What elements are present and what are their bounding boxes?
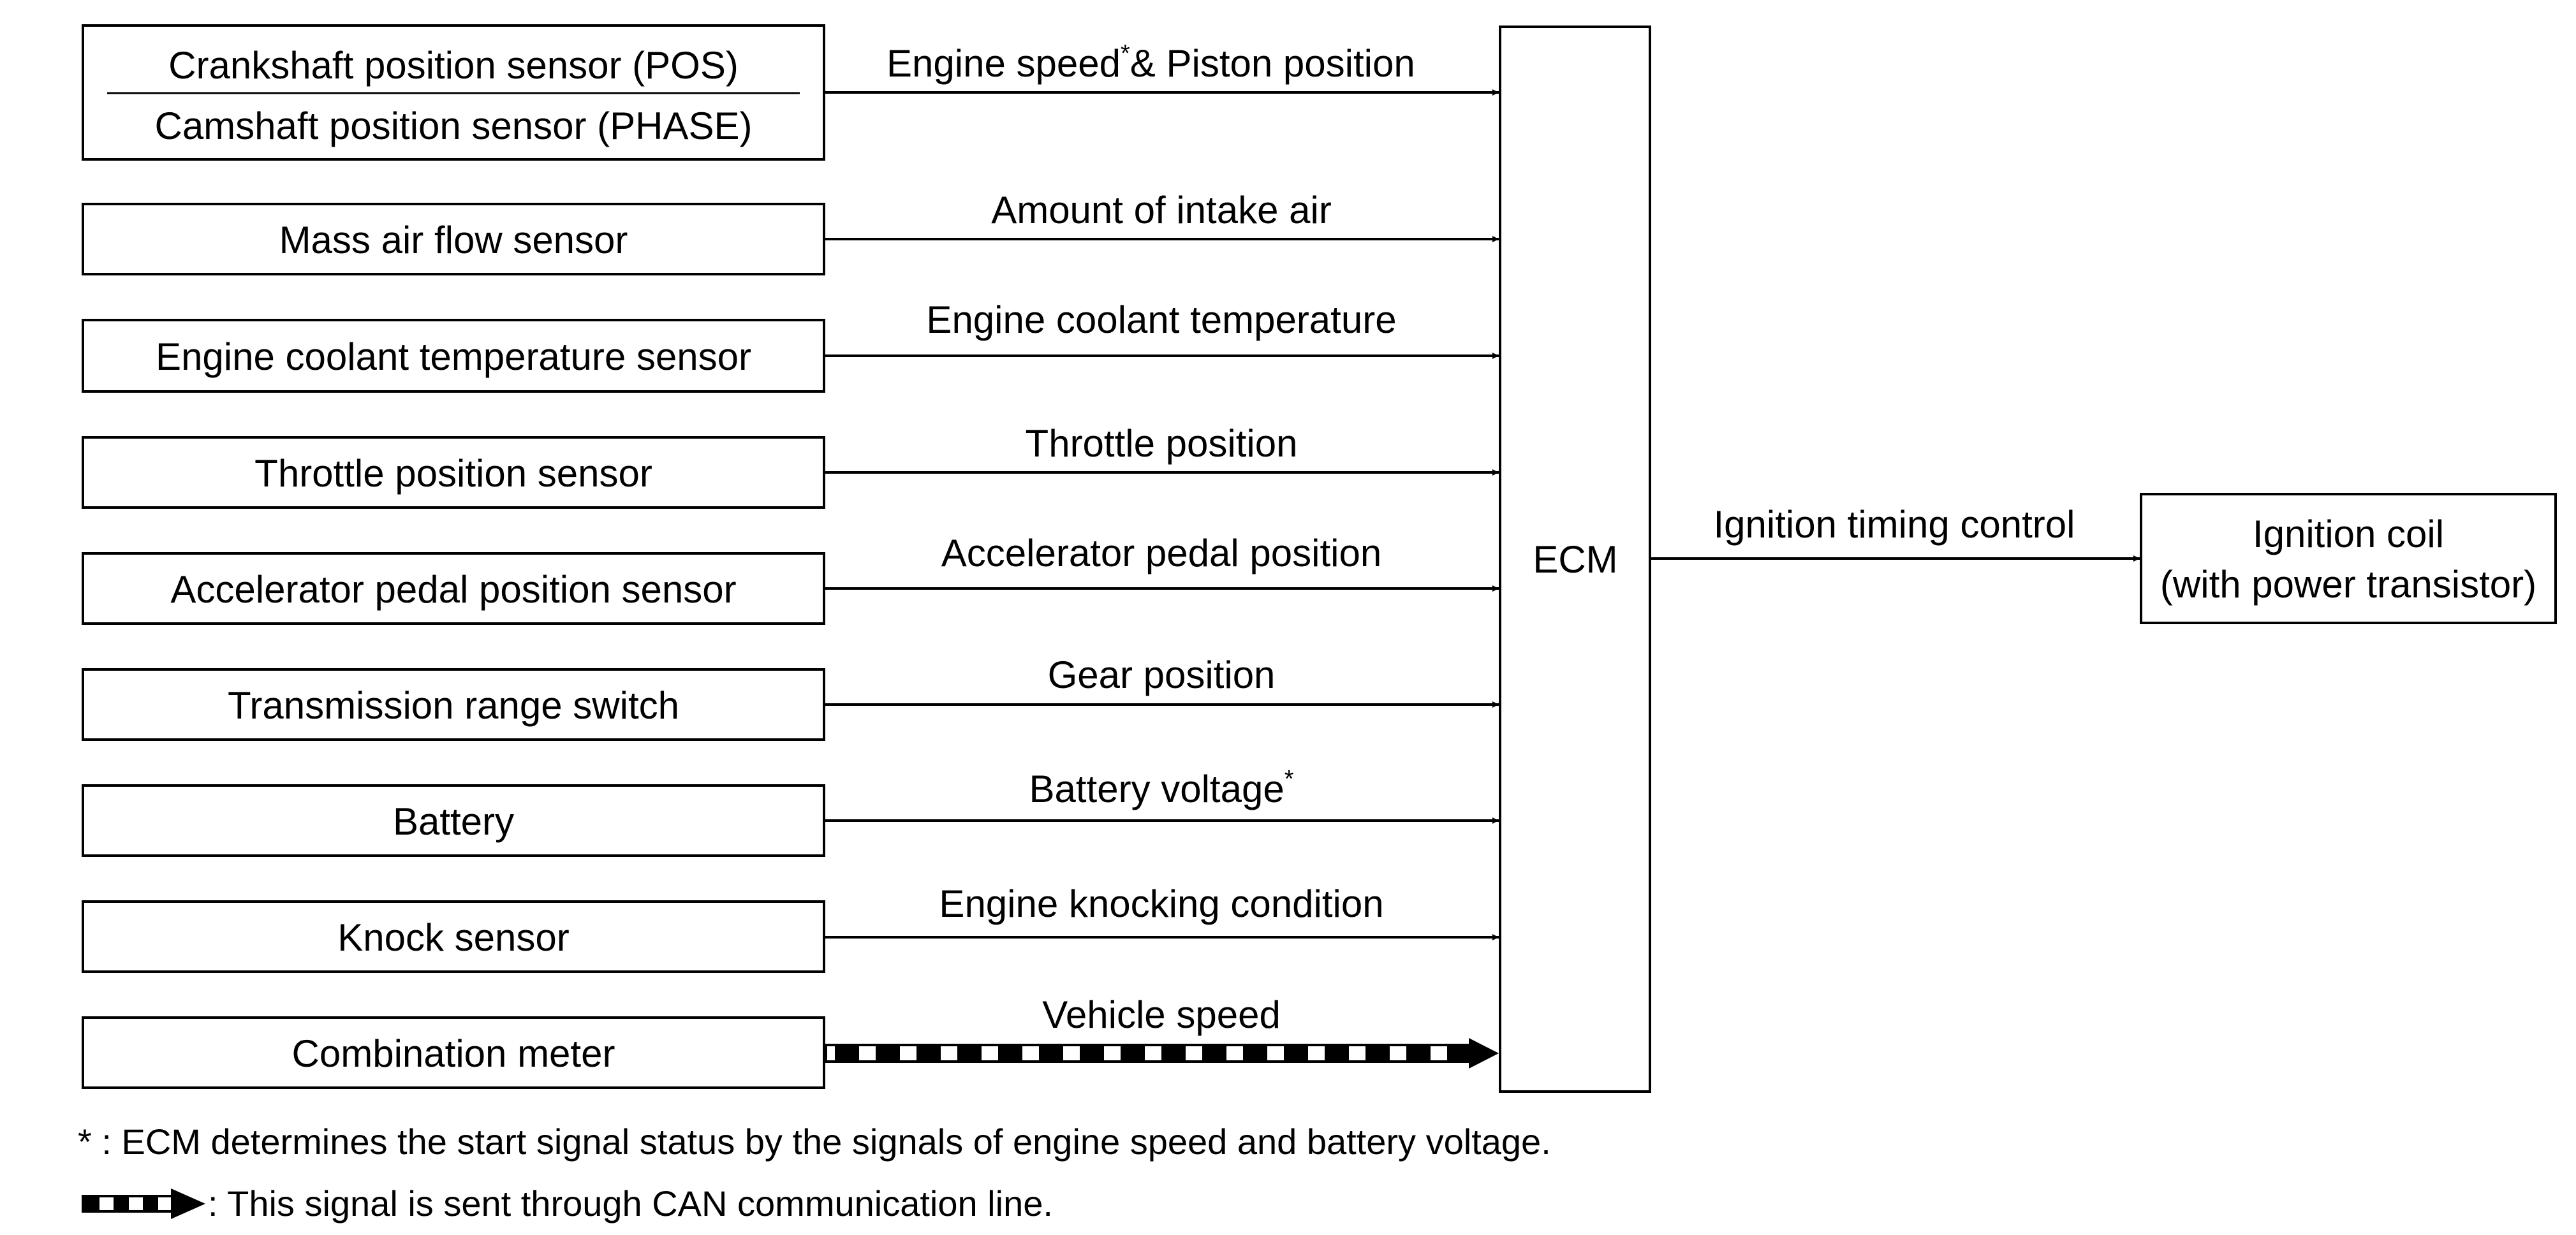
signal-label-engine-speed: Engine speed*& Piston position [887,40,1415,85]
signal-label-accelerator-position: Accelerator pedal position [941,532,1381,574]
asterisk-mark: * [1284,766,1294,793]
signal-text-battery-voltage: Battery voltage [1029,768,1284,810]
can-legend-dash [84,1197,99,1210]
sensor-label-knock: Knock sensor [337,916,570,959]
can-line-dashes [827,1046,1469,1060]
can-legend-dash [114,1197,129,1210]
signal-label-coolant-temp: Engine coolant temperature [926,298,1396,341]
ecm-box [1499,26,1651,1093]
sensor-label-camshaft: Camshaft position sensor (PHASE) [154,105,752,147]
sensor-box-ect [82,319,825,393]
sensor-maf: Mass air flow sensor Amount of intake ai… [82,189,1499,275]
sensor-label-trs: Transmission range switch [228,684,679,727]
ecm-block: ECM [1499,26,1651,1093]
signal-label-intake-air: Amount of intake air [991,189,1332,231]
sensor-box-maf [82,203,825,275]
sensor-crank-cam: Crankshaft position sensor (POS) Camshaf… [82,24,1499,161]
sensor-box-knock [82,900,825,973]
sensor-label-crankshaft: Crankshaft position sensor (POS) [168,44,739,87]
signal-label-vehicle-speed: Vehicle speed [1042,993,1281,1036]
signal-label-ignition-timing: Ignition timing control [1714,503,2075,546]
sensor-knock: Knock sensor Engine knocking condition [82,882,1499,973]
ignition-coil-box [2140,493,2557,624]
sensor-box-tps [82,436,825,509]
can-legend-arrowhead [171,1188,205,1219]
signal-label-knocking: Engine knocking condition [939,882,1383,925]
sensor-trs: Transmission range switch Gear position [82,654,1499,741]
sensor-label-tps: Throttle position sensor [254,452,652,495]
footnote-asterisk: * : ECM determines the start signal stat… [78,1122,1551,1162]
sensor-box-trs [82,668,825,741]
sensor-combination-meter: Combination meter Vehicle speed [82,993,1499,1089]
can-arrowhead [1469,1038,1499,1069]
signal-label-gear-position: Gear position [1048,654,1276,696]
can-line-vehicle-speed [825,1038,1499,1069]
sensor-apps: Accelerator pedal position sensor Accele… [82,532,1499,625]
can-legend-symbol [82,1188,205,1219]
footnote-can: : This signal is sent through CAN commun… [208,1183,1053,1224]
sensor-label-ect: Engine coolant temperature sensor [156,335,751,378]
sensor-label-battery: Battery [393,800,514,843]
sensor-box-apps [82,552,825,625]
sensor-label-apps: Accelerator pedal position sensor [170,568,736,611]
ignition-coil-label: Ignition coil [2253,513,2444,555]
signal-text-engine-speed: Engine speed [887,42,1121,85]
sensor-tps: Throttle position sensor Throttle positi… [82,422,1499,509]
sensor-label-combination-meter: Combination meter [292,1032,615,1075]
sensor-battery: Battery Battery voltage* [82,766,1499,857]
signal-label-throttle-position: Throttle position [1026,422,1298,465]
sensor-label-maf: Mass air flow sensor [279,219,628,261]
ignition-coil-sublabel: (with power transistor) [2160,563,2536,606]
signal-label-battery-voltage: Battery voltage* [1029,766,1293,810]
can-legend-dash [143,1197,158,1210]
footnotes: * : ECM determines the start signal stat… [78,1122,1551,1224]
sensor-ect: Engine coolant temperature sensor Engine… [82,298,1499,393]
signal-text-piston-position: & Piston position [1130,42,1415,85]
ecm-label: ECM [1533,538,1617,581]
asterisk-mark: * [1121,40,1130,67]
sensor-box-combination-meter [82,1016,825,1089]
output-ignition: Ignition timing control Ignition coil (w… [1650,493,2557,624]
